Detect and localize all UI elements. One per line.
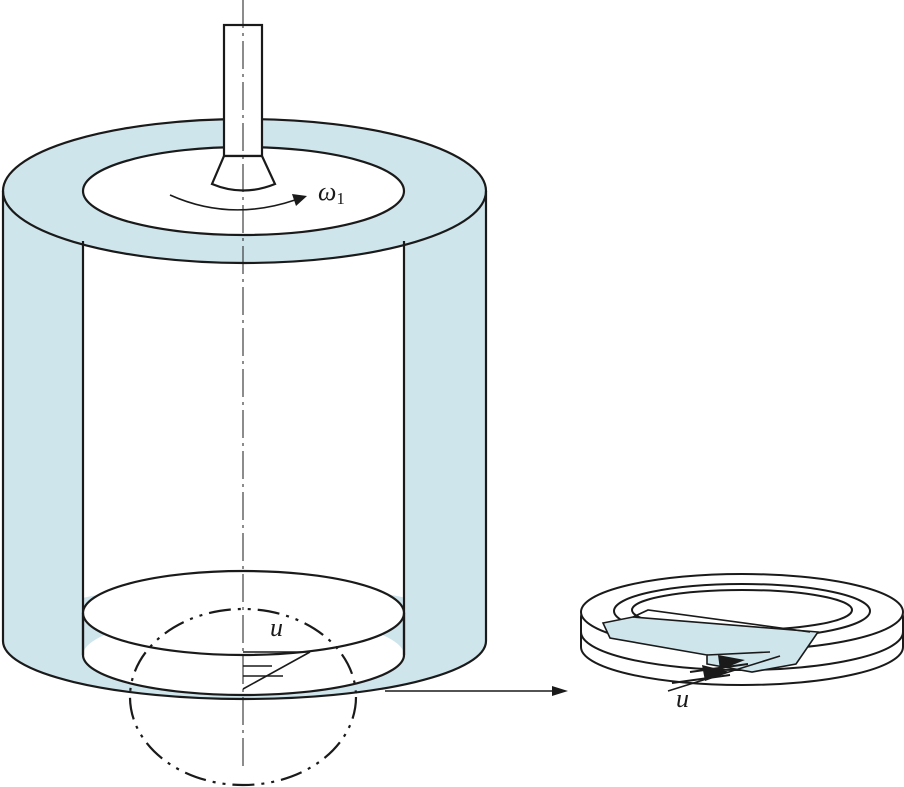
shear-block [601, 609, 820, 673]
velocity-profile-detail [667, 655, 781, 692]
velocity-profile-main [242, 651, 311, 690]
velocity-label-main: u [270, 613, 283, 642]
outer-cylinder [1, 117, 488, 701]
inner-bottom-lower-rim [81, 654, 406, 697]
fluid-band-left [3, 191, 83, 641]
rotation-arrow [169, 194, 307, 211]
omega-label: ω1 [318, 177, 345, 208]
detail-pointer-arrow [385, 686, 568, 696]
detail-circle [128, 607, 358, 787]
velocity-label-detail: u [676, 684, 689, 713]
fluid-band-right [404, 191, 486, 641]
outer-bottom-rim [1, 640, 488, 701]
